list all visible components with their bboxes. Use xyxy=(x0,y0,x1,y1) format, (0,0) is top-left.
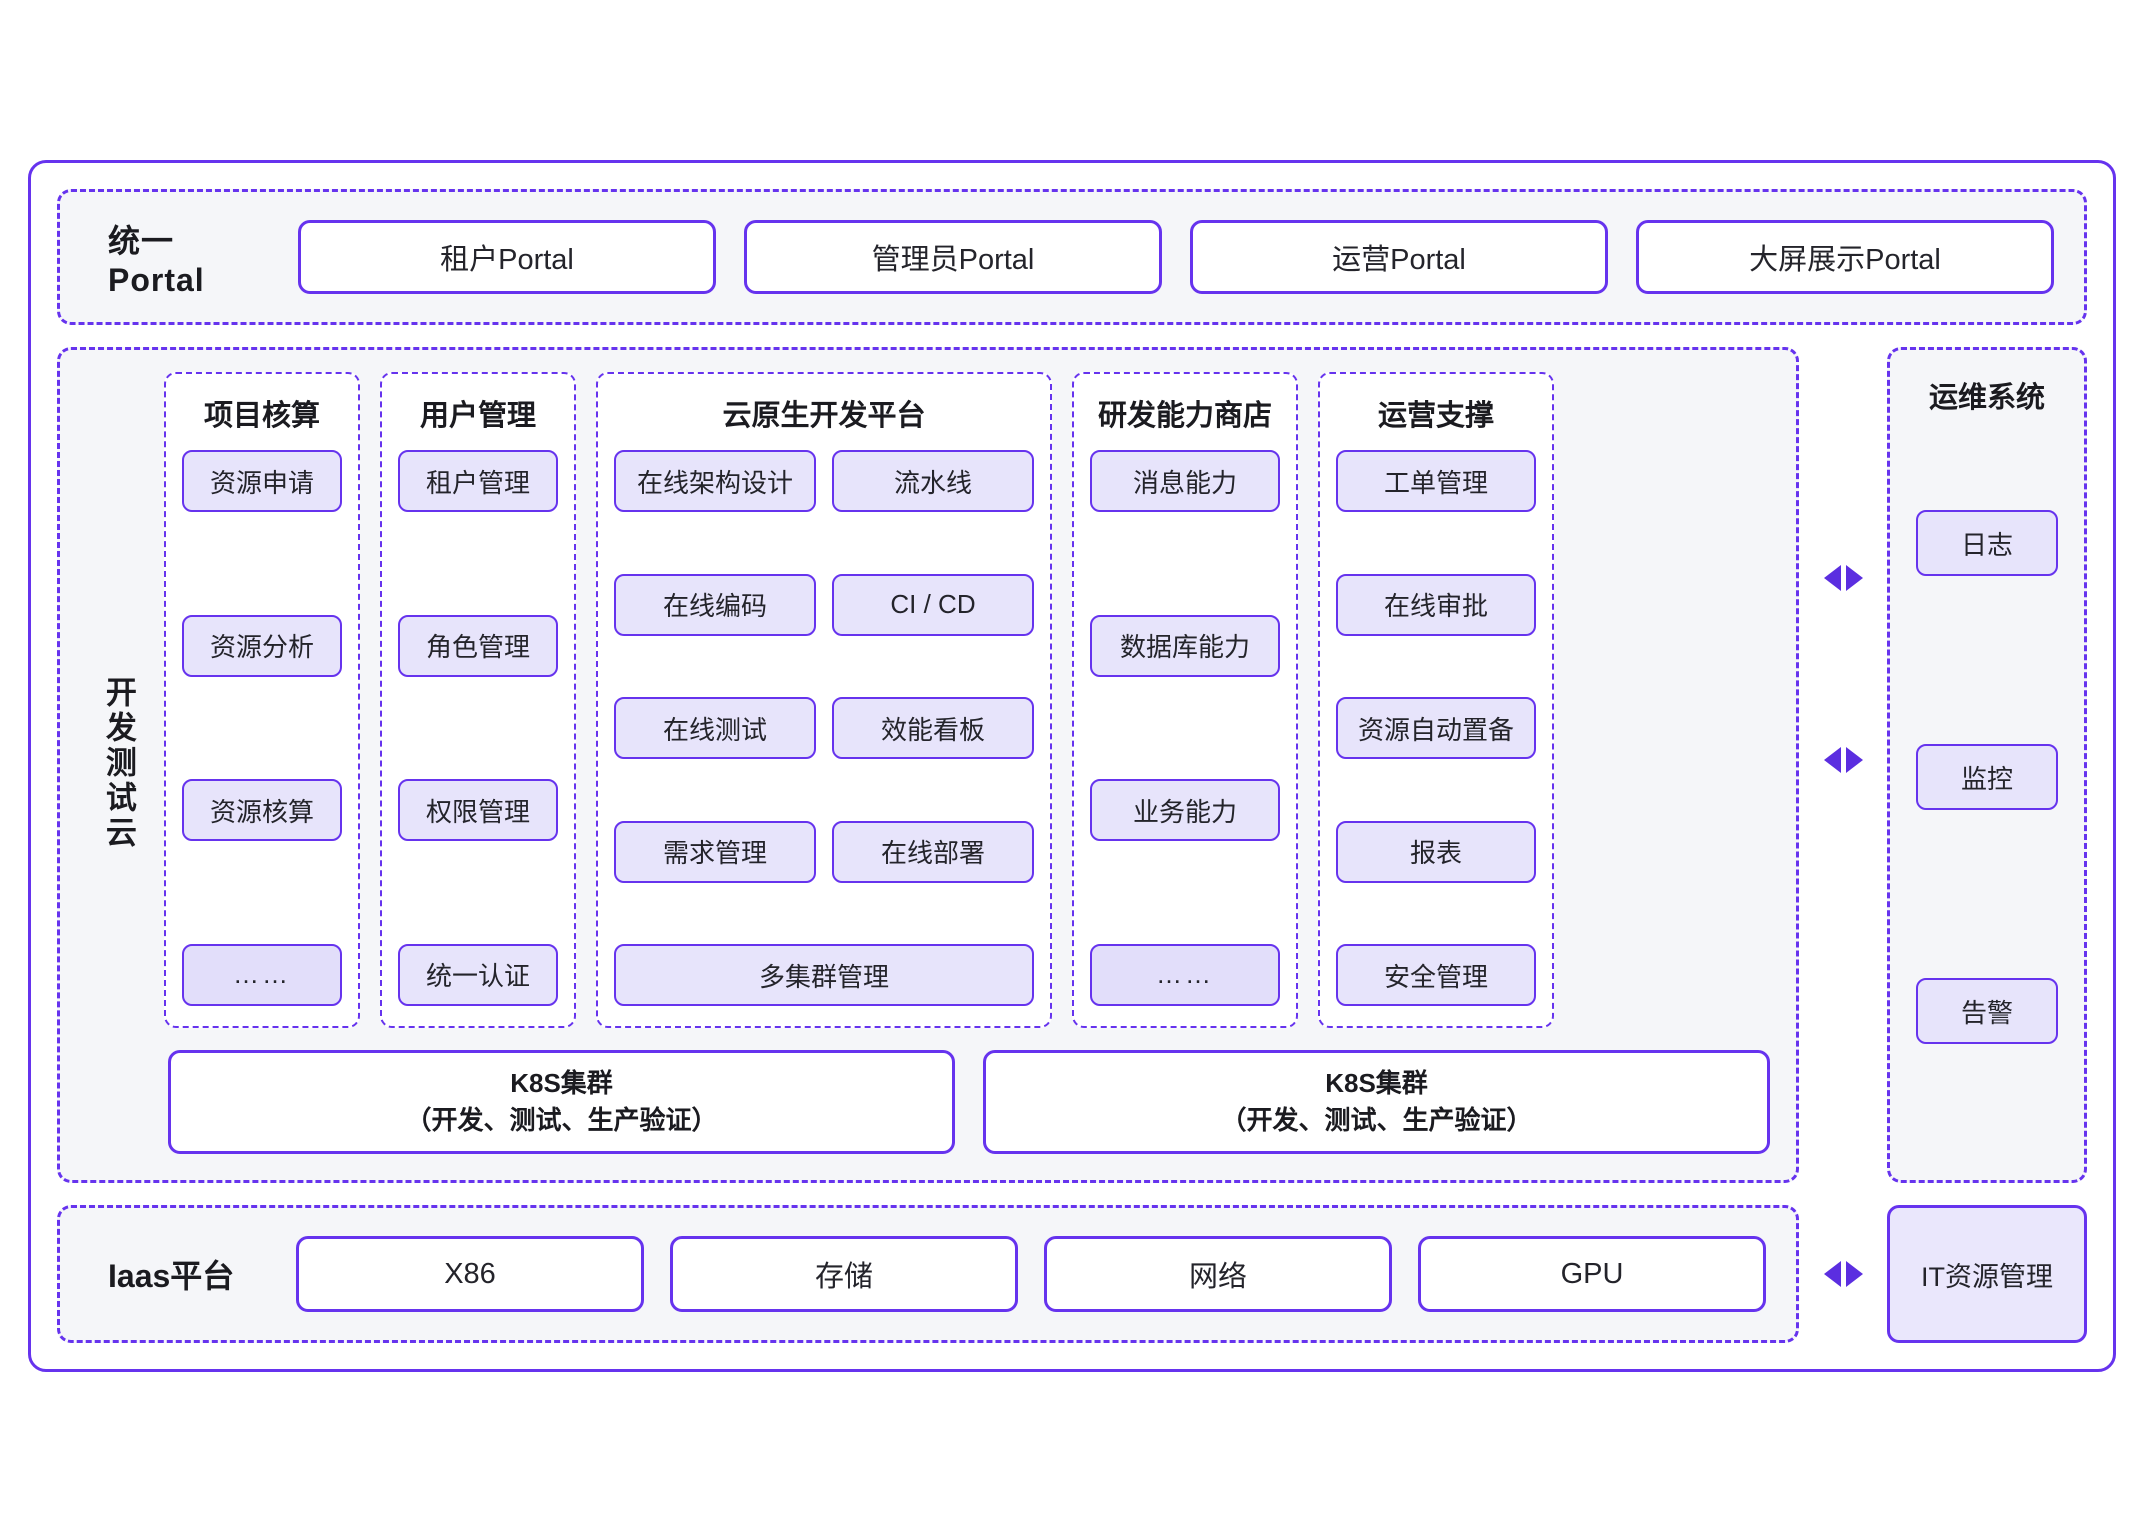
group-items-operation-support: 工单管理 在线审批 资源自动置备 报表 安全管理 xyxy=(1336,450,1536,1006)
group-items-user-management: 租户管理 角色管理 权限管理 统一认证 xyxy=(398,450,558,1006)
group-items-cloud-native-platform: 在线架构设计 流水线 在线编码 CI / CD 在线测试 效能看板 xyxy=(614,450,1034,1006)
bidirectional-arrow-icon-ops-lower xyxy=(1821,747,1865,773)
k8s-cluster-title-2: K8S集群 xyxy=(1325,1068,1428,1099)
chip-resource-analysis[interactable]: 资源分析 xyxy=(182,614,342,677)
arrow-left-icon xyxy=(1823,747,1841,773)
iaas-platform-section: Iaas平台 X86 存储 网络 GPU xyxy=(57,1205,1799,1343)
group-items-capability-store: 消息能力 数据库能力 业务能力 …… xyxy=(1090,450,1280,1006)
k8s-cluster-subtitle-2: （开发、测试、生产验证） xyxy=(1220,1105,1533,1135)
group-title-project-accounting: 项目核算 xyxy=(203,400,320,432)
chip-online-architecture-design[interactable]: 在线架构设计 xyxy=(614,450,816,512)
chip-tenant-management[interactable]: 租户管理 xyxy=(398,450,558,512)
middle-row: 开发测试云 项目核算 资源申请 资源分析 资源核算 …… xyxy=(57,347,2087,1183)
chip-report[interactable]: 报表 xyxy=(1336,820,1536,883)
ops-system-section: 运维系统 日志 监控 告警 xyxy=(1887,347,2087,1183)
arrow-left-icon xyxy=(1823,1261,1841,1287)
ops-system-title: 运维系统 xyxy=(1928,382,2045,414)
group-items-project-accounting: 资源申请 资源分析 资源核算 …… xyxy=(182,450,342,1006)
group-title-cloud-native-platform: 云原生开发平台 xyxy=(722,400,926,432)
devtest-cloud-section: 开发测试云 项目核算 资源申请 资源分析 资源核算 …… xyxy=(57,347,1799,1183)
ops-connector-arrows xyxy=(1821,347,1865,1183)
architecture-diagram-frame: 统一Portal 租户Portal 管理员Portal 运营Portal 大屏展… xyxy=(28,160,2116,1372)
cloud-native-row-3: 在线测试 效能看板 xyxy=(614,697,1034,759)
group-operation-support: 运营支撑 工单管理 在线审批 资源自动置备 报表 安全管理 xyxy=(1318,372,1554,1028)
chip-resource-accounting[interactable]: 资源核算 xyxy=(182,779,342,842)
chip-efficiency-dashboard[interactable]: 效能看板 xyxy=(832,697,1034,759)
cloud-native-row-2: 在线编码 CI / CD xyxy=(614,573,1034,636)
k8s-cluster-box-2[interactable]: K8S集群 （开发、测试、生产验证） xyxy=(983,1050,1770,1154)
devtest-cloud-label: 开发测试云 xyxy=(100,675,136,851)
chip-pipeline[interactable]: 流水线 xyxy=(832,450,1034,512)
group-title-capability-store: 研发能力商店 xyxy=(1097,400,1272,432)
chip-online-coding[interactable]: 在线编码 xyxy=(614,573,816,636)
cloud-native-row-4: 需求管理 在线部署 xyxy=(614,820,1034,883)
chip-capability-store-more[interactable]: …… xyxy=(1090,943,1280,1006)
bidirectional-arrow-icon-ops-upper xyxy=(1821,565,1865,591)
chip-message-capability[interactable]: 消息能力 xyxy=(1090,450,1280,512)
arrow-left-icon xyxy=(1823,565,1841,591)
capability-columns: 项目核算 资源申请 资源分析 资源核算 …… 用户管理 租户管理 xyxy=(164,372,1770,1028)
chip-storage[interactable]: 存储 xyxy=(670,1236,1018,1312)
chip-business-capability[interactable]: 业务能力 xyxy=(1090,779,1280,842)
k8s-cluster-row: K8S集群 （开发、测试、生产验证） K8S集群 （开发、测试、生产验证） xyxy=(164,1050,1770,1154)
chip-requirement-management[interactable]: 需求管理 xyxy=(614,820,816,883)
chip-network[interactable]: 网络 xyxy=(1044,1236,1392,1312)
chip-monitoring[interactable]: 监控 xyxy=(1916,744,2058,810)
chip-ci-cd[interactable]: CI / CD xyxy=(832,573,1034,636)
k8s-cluster-box-1[interactable]: K8S集群 （开发、测试、生产验证） xyxy=(168,1050,955,1154)
unified-portal-section: 统一Portal 租户Portal 管理员Portal 运营Portal 大屏展… xyxy=(57,189,2087,325)
chip-online-testing[interactable]: 在线测试 xyxy=(614,697,816,759)
group-project-accounting: 项目核算 资源申请 资源分析 资源核算 …… xyxy=(164,372,360,1028)
chip-role-management[interactable]: 角色管理 xyxy=(398,614,558,677)
devtest-cloud-body: 项目核算 资源申请 资源分析 资源核算 …… 用户管理 租户管理 xyxy=(164,372,1770,1154)
portal-item-tenant[interactable]: 租户Portal xyxy=(298,220,716,294)
unified-portal-label: 统一Portal xyxy=(108,222,205,298)
chip-database-capability[interactable]: 数据库能力 xyxy=(1090,614,1280,677)
ops-system-items: 日志 监控 告警 xyxy=(1916,426,2058,1154)
group-title-operation-support: 运营支撑 xyxy=(1377,400,1494,432)
portal-item-admin[interactable]: 管理员Portal xyxy=(744,220,1162,294)
chip-log[interactable]: 日志 xyxy=(1916,510,2058,576)
iaas-connector-arrow xyxy=(1821,1205,1865,1343)
arrow-right-icon xyxy=(1845,565,1863,591)
chip-gpu[interactable]: GPU xyxy=(1418,1236,1766,1312)
chip-resource-application[interactable]: 资源申请 xyxy=(182,450,342,512)
arrow-right-icon xyxy=(1845,1261,1863,1287)
k8s-cluster-title-1: K8S集群 xyxy=(510,1068,613,1099)
portal-item-bigscreen[interactable]: 大屏展示Portal xyxy=(1636,220,2054,294)
chip-permission-management[interactable]: 权限管理 xyxy=(398,779,558,842)
bidirectional-arrow-icon-iaas xyxy=(1821,1261,1865,1287)
chip-unified-authentication[interactable]: 统一认证 xyxy=(398,943,558,1006)
chip-multi-cluster-management[interactable]: 多集群管理 xyxy=(614,944,1034,1006)
group-cloud-native-platform: 云原生开发平台 在线架构设计 流水线 在线编码 CI / CD xyxy=(596,372,1052,1028)
chip-x86[interactable]: X86 xyxy=(296,1236,644,1312)
chip-online-approval[interactable]: 在线审批 xyxy=(1336,573,1536,636)
chip-alarm[interactable]: 告警 xyxy=(1916,978,2058,1044)
arrow-right-icon xyxy=(1845,747,1863,773)
iaas-platform-label: Iaas平台 xyxy=(108,1258,235,1294)
k8s-cluster-subtitle-1: （开发、测试、生产验证） xyxy=(405,1105,718,1135)
portal-item-operations[interactable]: 运营Portal xyxy=(1190,220,1608,294)
group-title-user-management: 用户管理 xyxy=(419,400,536,432)
chip-online-deployment[interactable]: 在线部署 xyxy=(832,820,1034,883)
chip-auto-resource-provisioning[interactable]: 资源自动置备 xyxy=(1336,697,1536,759)
chip-ticket-management[interactable]: 工单管理 xyxy=(1336,450,1536,512)
chip-it-resource-management[interactable]: IT资源管理 xyxy=(1887,1205,2087,1343)
chip-security-management[interactable]: 安全管理 xyxy=(1336,944,1536,1006)
group-user-management: 用户管理 租户管理 角色管理 权限管理 统一认证 xyxy=(380,372,576,1028)
iaas-row: Iaas平台 X86 存储 网络 GPU IT资源管理 xyxy=(57,1205,2087,1343)
cloud-native-row-1: 在线架构设计 流水线 xyxy=(614,450,1034,512)
group-capability-store: 研发能力商店 消息能力 数据库能力 业务能力 …… xyxy=(1072,372,1298,1028)
chip-project-more[interactable]: …… xyxy=(182,943,342,1006)
